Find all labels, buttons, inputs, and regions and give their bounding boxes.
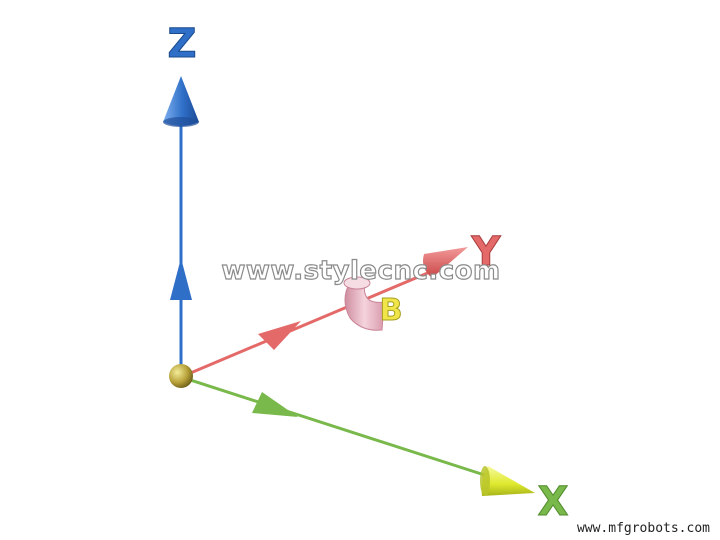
- z-arrow-cone: [163, 76, 199, 126]
- b-rotation-ring: [343, 276, 385, 331]
- x-mid-arrow: [252, 392, 298, 417]
- y-mid-arrow: [258, 321, 301, 350]
- x-axis: [180, 375, 535, 496]
- y-axis-label: Y: [471, 229, 502, 275]
- x-axis-label: X: [538, 479, 569, 525]
- b-rotation-label: B: [380, 293, 403, 328]
- x-arrow-cone: [481, 466, 535, 496]
- y-arrow-cone: [423, 247, 468, 278]
- origin-sphere: [169, 364, 193, 388]
- z-axis-label: Z: [167, 21, 196, 67]
- watermark-text: www.stylecnc.com: [221, 256, 500, 286]
- z-mid-arrow: [170, 258, 192, 300]
- credit-text: www.mfgrobots.com: [577, 521, 710, 536]
- z-axis: [163, 76, 199, 375]
- y-axis: [180, 247, 468, 379]
